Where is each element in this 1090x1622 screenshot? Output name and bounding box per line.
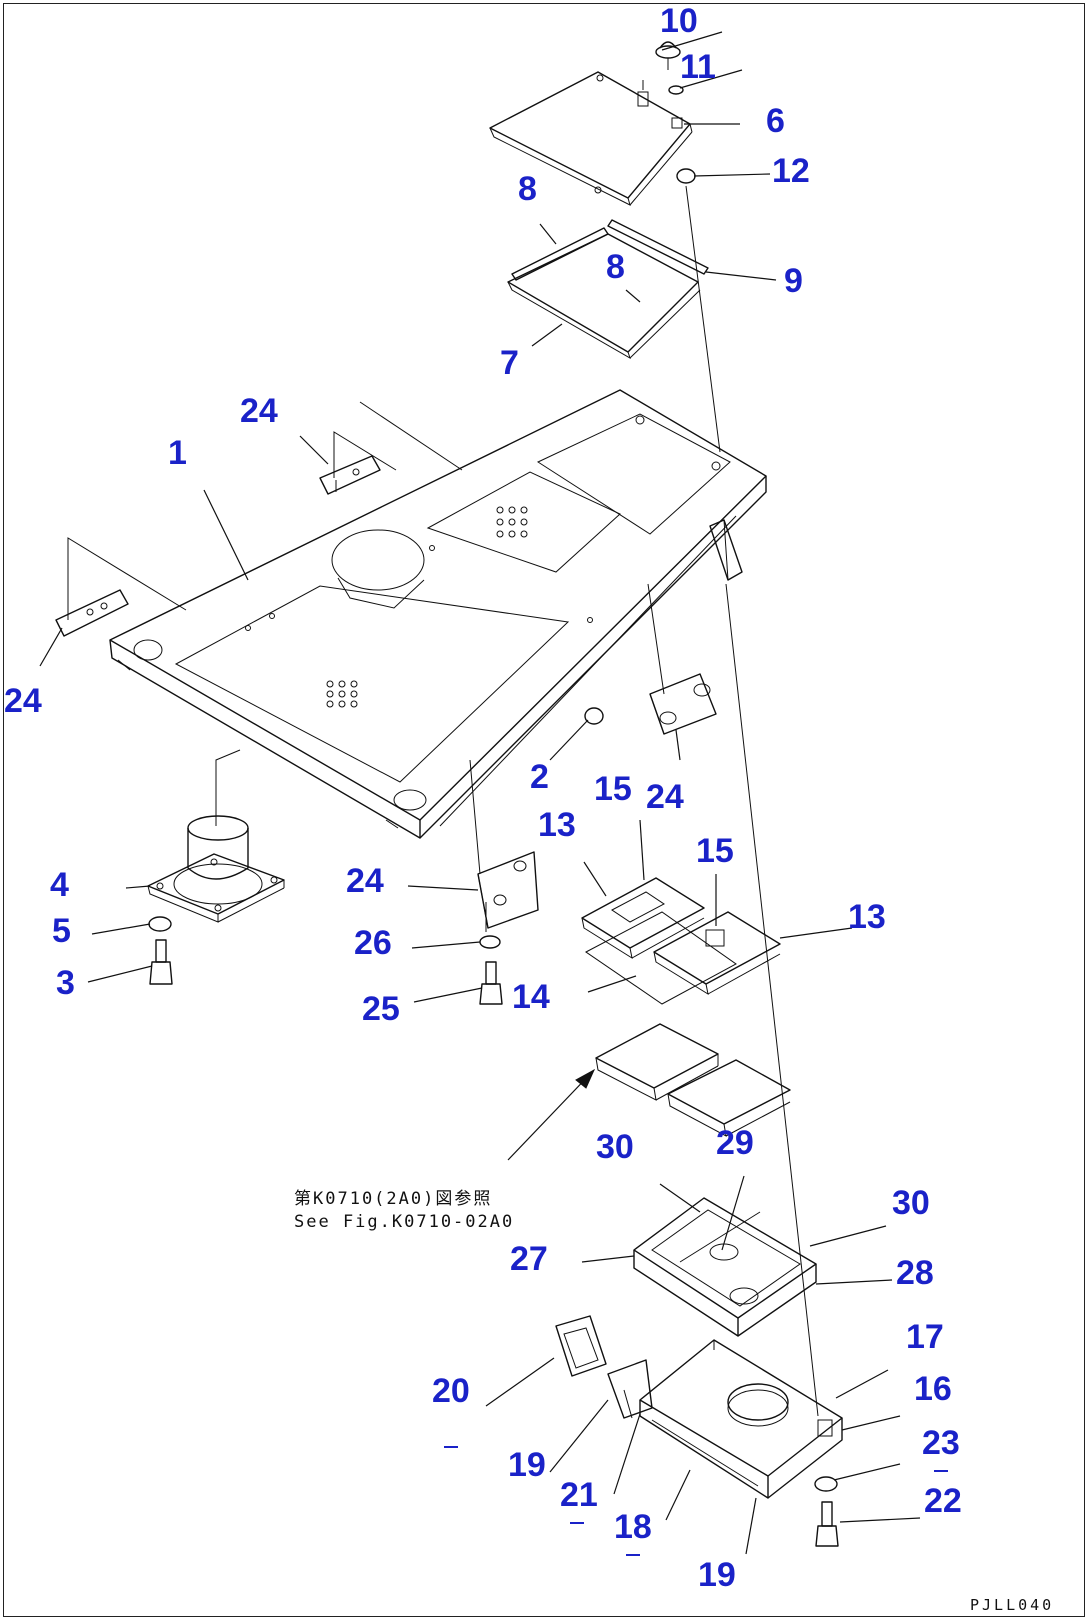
callout-19-left: 19: [508, 1446, 546, 1484]
grommet-12: [676, 168, 696, 184]
cover-13-right: [653, 911, 781, 996]
callout-22: 22: [924, 1482, 962, 1520]
callout-3: 3: [56, 964, 75, 1002]
bolt-22: [815, 1501, 839, 1547]
callout-10: 10: [660, 2, 698, 40]
hinge-24-left: [55, 589, 129, 637]
callout-20: 20: [432, 1372, 470, 1410]
gasket-14: [585, 911, 737, 1005]
callout-27: 27: [510, 1240, 548, 1278]
filter-frame-30: [633, 1197, 817, 1337]
callout-25: 25: [362, 990, 400, 1028]
callout-24-top: 24: [240, 392, 278, 430]
filter-29: [595, 1023, 791, 1137]
plug-2: [584, 707, 604, 725]
callout-2: 2: [530, 758, 549, 796]
leader-lines: [39, 31, 921, 1555]
callout-6: 6: [766, 102, 785, 140]
washer-5: [148, 916, 172, 932]
callout-18-underline: [626, 1554, 640, 1556]
reference-note-japanese: 第K0710(2A0)図参照: [294, 1189, 493, 1209]
mount-4: [147, 815, 285, 923]
callout-21-underline: [570, 1522, 584, 1524]
washer-26: [479, 935, 501, 949]
cover-13-left: [581, 877, 705, 960]
reference-note-english: See Fig.K0710-02A0: [294, 1212, 515, 1232]
drawing-code: PJLL040: [970, 1596, 1055, 1614]
callout-9: 9: [784, 262, 803, 300]
callout-11: 11: [680, 48, 716, 86]
hinge-24-lower: [477, 851, 539, 929]
callout-23: 23: [922, 1424, 960, 1462]
callout-29: 29: [716, 1124, 754, 1162]
callout-18: 18: [614, 1508, 652, 1546]
callout-12: 12: [772, 152, 810, 190]
callout-30-left: 30: [596, 1128, 634, 1166]
callout-24-lower: 24: [346, 862, 384, 900]
callout-14: 14: [512, 978, 550, 1016]
callout-17: 17: [906, 1318, 944, 1356]
hinge-24-right: [649, 673, 717, 735]
callout-1: 1: [168, 434, 187, 472]
bracket-right-rear: [709, 519, 743, 581]
callout-19-bottom: 19: [698, 1556, 736, 1594]
callout-24-left: 24: [4, 682, 42, 720]
filter-box-16: [639, 1339, 843, 1499]
callout-15-left: 15: [594, 770, 632, 808]
callout-8-lower: 8: [606, 248, 625, 286]
callout-30-right: 30: [892, 1184, 930, 1222]
callout-20-underline: [444, 1446, 458, 1448]
callout-24-right: 24: [646, 778, 684, 816]
callout-23-underline: [934, 1470, 948, 1472]
washer-11: [668, 85, 684, 95]
bolt-3: [149, 939, 173, 985]
center-lines: [67, 185, 819, 1417]
callout-13-right: 13: [848, 898, 886, 936]
callout-28: 28: [896, 1254, 934, 1292]
callout-16: 16: [914, 1370, 952, 1408]
callout-13-left: 13: [538, 806, 576, 844]
bolt-25: [479, 961, 503, 1005]
callout-8-top: 8: [518, 170, 537, 208]
callout-7: 7: [500, 344, 519, 382]
callout-26: 26: [354, 924, 392, 962]
bracket-19: [607, 1359, 653, 1419]
callout-5: 5: [52, 912, 71, 950]
nut-6: [671, 117, 683, 129]
floor-frame-1: [109, 389, 767, 839]
callout-21: 21: [560, 1476, 598, 1514]
hinge-24-top-left: [319, 455, 381, 495]
callout-15-right: 15: [696, 832, 734, 870]
gasket-plate-7: [507, 233, 701, 360]
callout-4: 4: [50, 866, 69, 904]
filter-20: [555, 1315, 607, 1377]
washer-23: [814, 1476, 838, 1492]
